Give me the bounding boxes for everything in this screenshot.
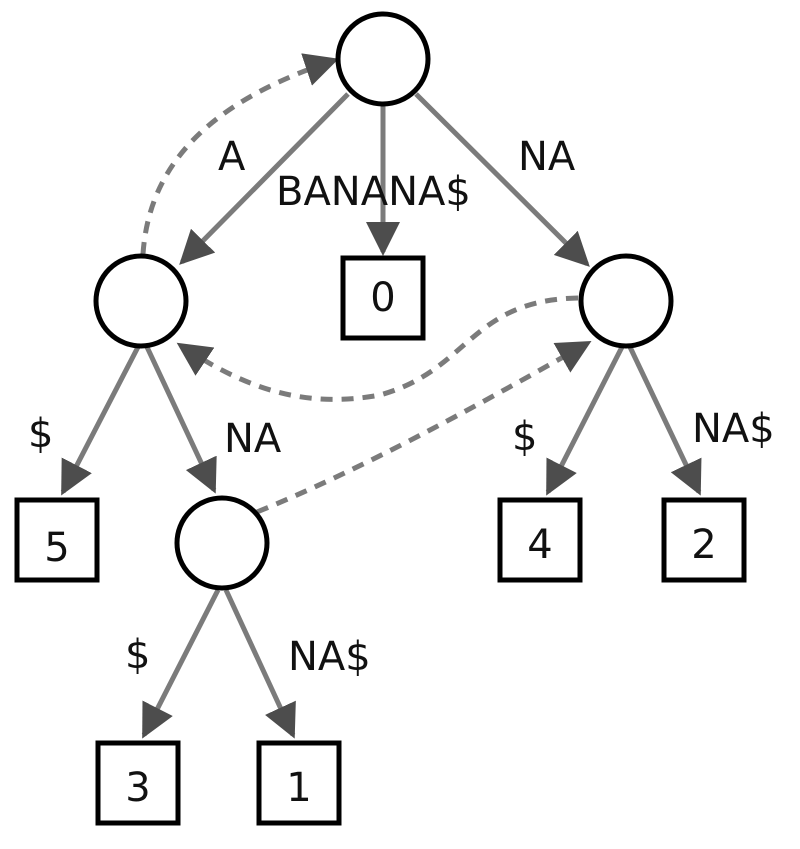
root-node — [335, 11, 431, 107]
leaf-2-label: 2 — [691, 522, 716, 568]
edge-a-to-leaf5 — [60, 345, 141, 496]
leaf-4: 4 — [497, 497, 583, 583]
leaf-5-label: 5 — [44, 525, 69, 571]
leaf-1-label: 1 — [286, 765, 311, 811]
leaf-2: 2 — [661, 497, 747, 583]
edge-a-to-ana — [144, 345, 217, 494]
edge-ana-to-leaf3 — [141, 588, 221, 739]
edge-label-na-root: NA — [518, 134, 576, 180]
edge-root-to-a — [179, 92, 350, 265]
leaf-3: 3 — [95, 740, 181, 826]
leaf-4-label: 4 — [527, 522, 552, 568]
internal-node-a — [93, 253, 189, 349]
leaf-1: 1 — [256, 740, 342, 826]
edge-label-a: A — [218, 134, 246, 180]
leaf-0: 0 — [340, 255, 426, 341]
edge-label-na-dollar-ana: NA$ — [288, 634, 371, 680]
leaf-0-label: 0 — [370, 275, 395, 321]
internal-node-na — [578, 253, 674, 349]
edge-na-to-leaf4 — [545, 345, 625, 496]
leaf-5: 5 — [14, 497, 100, 583]
edge-label-dollar-ana: $ — [125, 632, 150, 678]
edge-root-to-na — [414, 92, 590, 267]
internal-node-ana — [174, 495, 270, 591]
edge-label-dollar-a: $ — [28, 411, 53, 457]
edge-ana-to-leaf1 — [223, 588, 296, 739]
leaf-3-label: 3 — [125, 765, 150, 811]
edge-label-na-dollar-na: NA$ — [692, 406, 775, 452]
edge-na-to-leaf2 — [627, 345, 702, 496]
edge-label-banana: BANANA$ — [276, 169, 471, 215]
suffix-link-ana-to-na — [256, 340, 592, 515]
edge-label-na-a: NA — [224, 416, 282, 462]
suffix-link-na-to-a — [176, 295, 579, 402]
edge-label-dollar-na: $ — [512, 414, 537, 460]
